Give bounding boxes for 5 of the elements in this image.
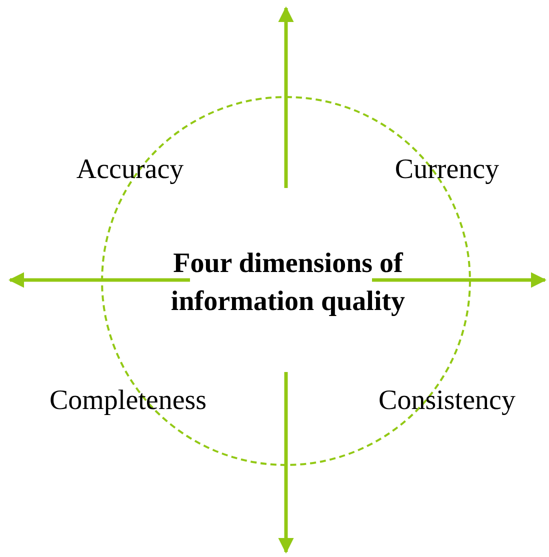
dimension-label: Completeness <box>49 384 207 418</box>
dimension-label: Currency <box>394 153 500 187</box>
dimension-label: Accuracy <box>76 153 184 187</box>
dimension-label: Consistency <box>378 384 516 418</box>
center-title: Four dimensions of information quality <box>170 247 406 319</box>
